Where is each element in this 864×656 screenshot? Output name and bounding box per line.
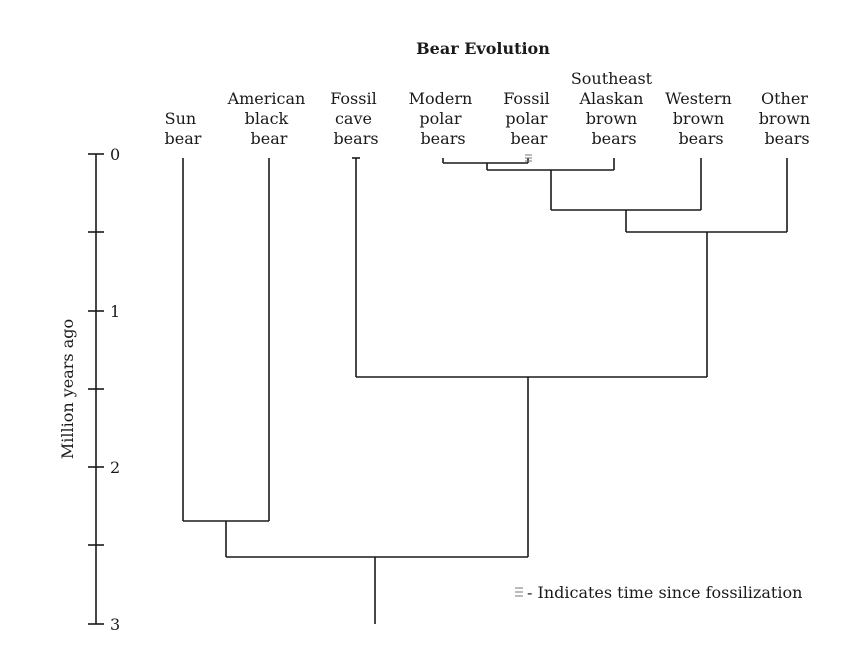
axis-tick-label-2: 2 bbox=[110, 458, 120, 477]
time-axis: 0 1 2 3 Million years ago bbox=[58, 145, 120, 634]
axis-tick-label-0: 0 bbox=[110, 145, 120, 164]
axis-title: Million years ago bbox=[58, 319, 77, 459]
diagram-title: Bear Evolution bbox=[416, 39, 550, 58]
taxon-label-fossil-polar-bear: Fossil polar bear bbox=[503, 89, 555, 148]
legend-text: - Indicates time since fossilization bbox=[527, 583, 802, 602]
taxon-label-southeast-alaskan-brown-bears: Southeast Alaskan brown bears bbox=[571, 69, 657, 148]
axis-tick-label-3: 3 bbox=[110, 615, 120, 634]
taxon-label-western-brown-bears: Western brown bears bbox=[665, 89, 737, 148]
taxon-labels: Sun bear American black bear Fossil cave… bbox=[165, 69, 816, 148]
phylogenetic-tree bbox=[182, 154, 788, 624]
taxon-label-sun-bear: Sun bear bbox=[165, 109, 202, 148]
axis-tick-label-1: 1 bbox=[110, 302, 120, 321]
taxon-label-fossil-cave-bears: Fossil cave bears bbox=[330, 89, 382, 148]
taxon-label-american-black-bear: American black bear bbox=[227, 89, 311, 148]
taxon-label-modern-polar-bears: Modern polar bears bbox=[409, 89, 478, 148]
taxon-label-other-brown-bears: Other brown bears bbox=[759, 89, 816, 148]
legend: - Indicates time since fossilization bbox=[515, 583, 802, 602]
